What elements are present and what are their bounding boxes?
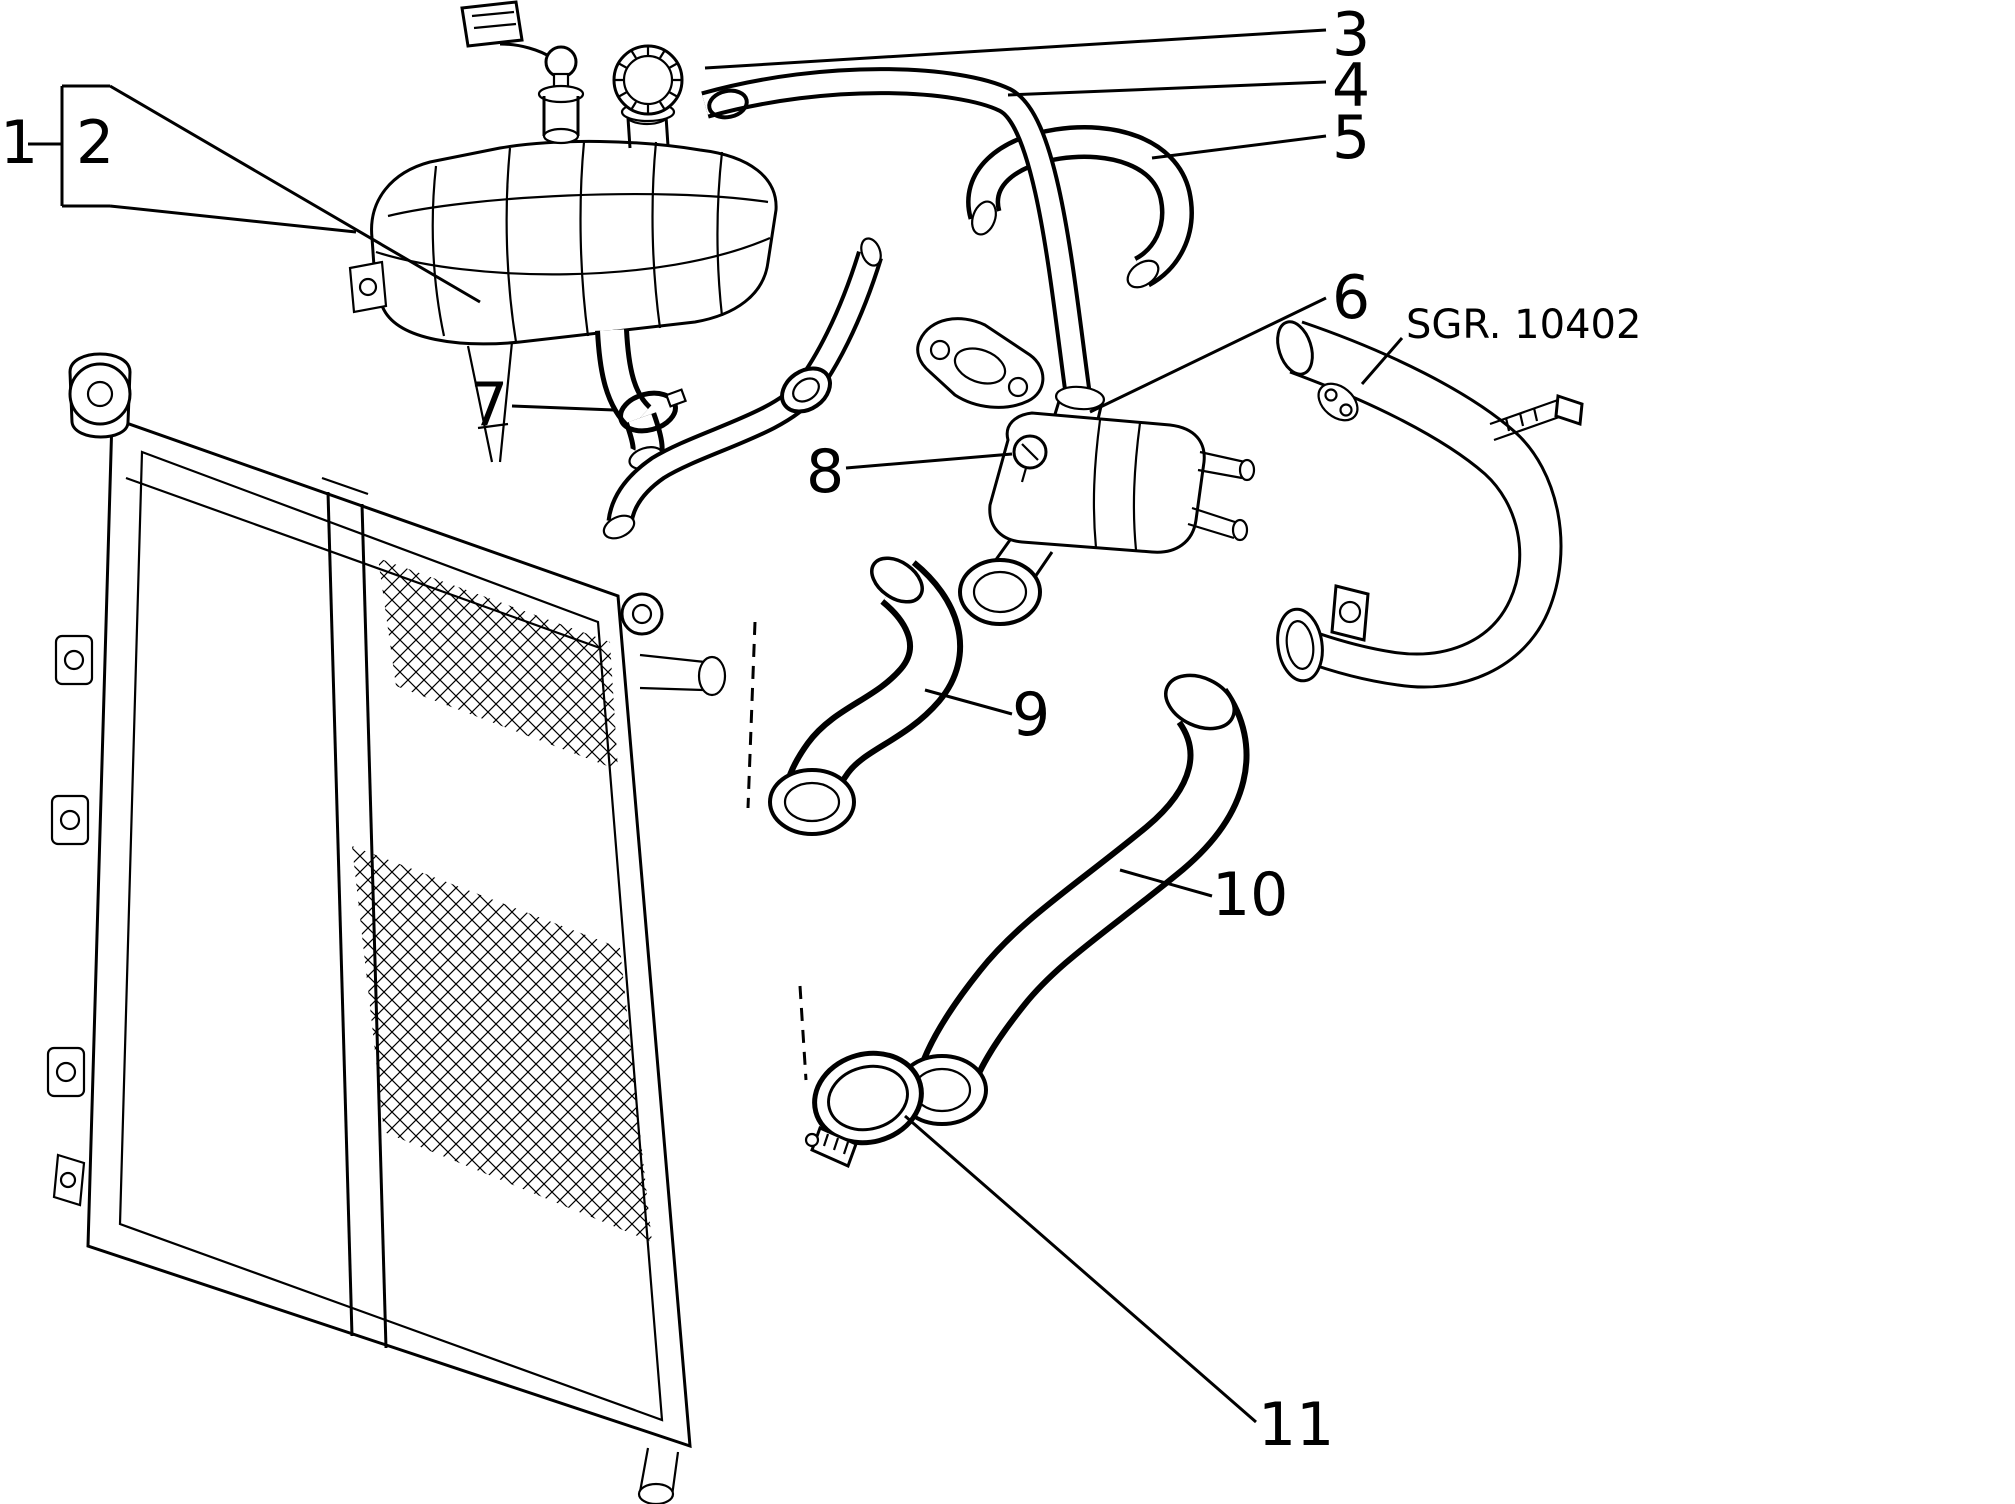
leader-6: [1089, 296, 1327, 414]
thermostat-gasket: [916, 317, 1045, 409]
thermostat-housing: [958, 385, 1256, 626]
hose-5: [966, 125, 1194, 289]
expansion-tank-cap: [612, 44, 684, 123]
level-sensor: [460, 0, 585, 145]
callout-11: 11: [1258, 1390, 1334, 1460]
leader-7: [511, 404, 615, 412]
hose-9: [768, 556, 963, 836]
radiator-strap: [321, 476, 388, 1349]
leader-2b: [109, 84, 481, 304]
callout-6: 6: [1332, 263, 1370, 333]
callout-leaders: [28, 28, 1404, 1424]
leader-11: [904, 1114, 1257, 1424]
callout-8: 8: [806, 437, 844, 507]
sgr-reference-label: SGR. 10402: [1406, 302, 1641, 348]
radiator-core-hatch-upper: [378, 558, 618, 770]
leader-3: [704, 28, 1327, 70]
callout-9: 9: [1012, 680, 1050, 750]
callout-4: 4: [1332, 51, 1370, 121]
leader-5: [1151, 134, 1327, 160]
radiator-mount-top-left: [68, 352, 132, 439]
hose-clamp-on-hose-4: [707, 88, 749, 120]
callout-5: 5: [1332, 103, 1370, 173]
callout-10: 10: [1212, 860, 1288, 930]
radiator-side-brackets: [46, 634, 94, 1207]
bracket-1-2: [60, 84, 110, 208]
attachment-dashed-lines: [746, 621, 808, 1081]
hose-clamp-11: [804, 1050, 924, 1169]
leader-sgr: [1360, 337, 1404, 385]
hose-4: [701, 67, 1092, 398]
callout-3: 3: [1332, 0, 1370, 70]
pipe-bracket: [1330, 584, 1370, 642]
cap-scallops: [614, 46, 682, 114]
radiator-core-hatch-lower: [352, 846, 652, 1242]
radiator-right-tank: [620, 592, 727, 1504]
leader-9: [924, 688, 1013, 716]
callout-2: 2: [76, 108, 114, 178]
radiator: [46, 352, 808, 1504]
leader-8: [845, 452, 1013, 470]
hose-clamp-7: [618, 388, 687, 434]
leader-10: [1119, 868, 1213, 898]
pipe-stud-bolt: [1489, 393, 1584, 442]
expansion-tank: [348, 106, 778, 463]
vent-hose-to-radiator: [602, 237, 883, 540]
tank-outlet-elbow: [595, 329, 687, 470]
callout-1: 1: [0, 108, 38, 178]
callout-numbers: 1 2 3 4 5 6 7 8 9 10 11 SGR. 10402: [0, 0, 1641, 1460]
leader-2a: [109, 204, 357, 234]
metal-water-pipe: [1276, 320, 1584, 689]
callout-7: 7: [470, 370, 508, 440]
leader-4: [1007, 80, 1327, 97]
bleed-screw-8: [1012, 434, 1048, 483]
hose-10: [896, 673, 1250, 1126]
